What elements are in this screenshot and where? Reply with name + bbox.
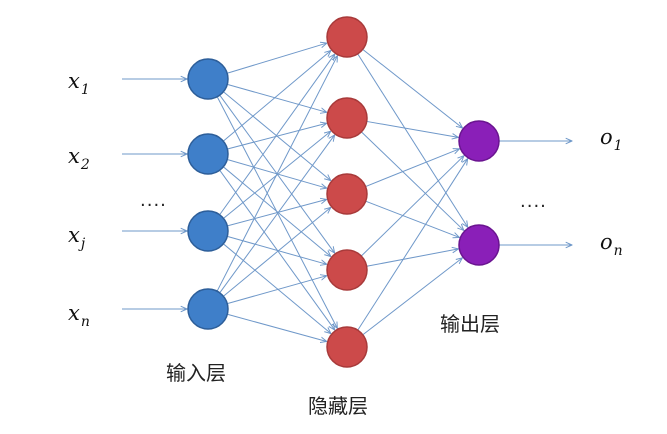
hidden-layer-label: 隐藏层 xyxy=(308,394,368,418)
output-label-on: on xyxy=(600,230,623,259)
hidden-output-edge xyxy=(357,159,468,331)
hidden-output-edge xyxy=(357,53,468,227)
output-node xyxy=(458,224,500,266)
hidden-node xyxy=(326,249,368,291)
input-hidden-edge xyxy=(219,135,335,294)
input-hidden-edge xyxy=(227,83,327,112)
input-node xyxy=(187,133,229,175)
hidden-output-edge xyxy=(361,131,463,231)
output-ellipsis: .... xyxy=(520,191,547,212)
input-hidden-edge xyxy=(227,123,326,150)
hidden-node xyxy=(326,16,368,58)
input-hidden-edge xyxy=(227,43,327,74)
input-ellipsis: .... xyxy=(140,190,167,211)
hidden-output-edge xyxy=(362,258,463,336)
input-hidden-edge xyxy=(227,199,326,227)
io-arrows xyxy=(122,79,572,309)
hidden-node xyxy=(326,173,368,215)
input-hidden-edge xyxy=(227,313,326,341)
hidden-output-edge xyxy=(365,200,460,237)
hidden-node xyxy=(326,97,368,139)
hidden-output-edge xyxy=(365,149,460,188)
hidden-output-edge xyxy=(366,249,459,267)
network-nodes xyxy=(187,16,500,368)
input-label-xj: xj xyxy=(68,223,86,252)
input-label-x1: x1 xyxy=(68,69,90,98)
output-label-o1: o1 xyxy=(600,125,623,154)
input-label-xn: xn xyxy=(68,301,90,330)
input-hidden-edge xyxy=(219,54,335,216)
input-hidden-edge xyxy=(223,243,331,334)
input-hidden-edge xyxy=(227,276,327,305)
output-layer-label: 输出层 xyxy=(440,312,500,336)
connection-edges xyxy=(216,43,468,341)
input-node xyxy=(187,210,229,252)
hidden-node xyxy=(326,326,368,368)
input-hidden-edge xyxy=(223,207,330,297)
hidden-output-edge xyxy=(362,48,463,128)
input-hidden-edge xyxy=(216,56,337,292)
input-label-x2: x2 xyxy=(68,144,90,173)
input-hidden-edge xyxy=(227,235,327,264)
input-node xyxy=(187,58,229,100)
output-node xyxy=(458,120,500,162)
input-node xyxy=(187,288,229,330)
input-layer-label: 输入层 xyxy=(166,361,226,385)
input-hidden-edge xyxy=(223,166,331,257)
hidden-output-edge xyxy=(366,120,459,137)
input-hidden-edge xyxy=(222,51,331,142)
hidden-output-edge xyxy=(360,156,464,257)
